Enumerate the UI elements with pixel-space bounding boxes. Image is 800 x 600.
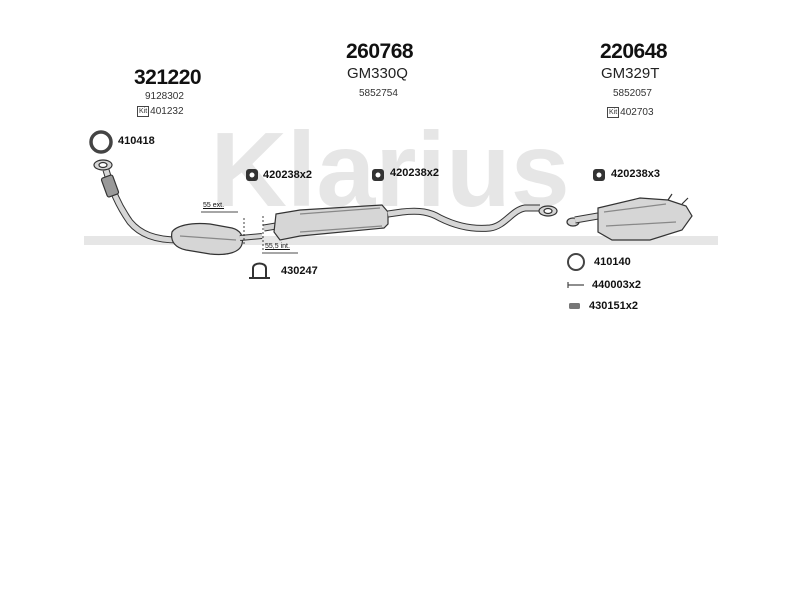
kit-icon: Kit — [137, 106, 150, 117]
rubber-mount-icon — [372, 169, 384, 181]
dimension-label-ext: 55 ext. — [203, 202, 225, 209]
kit-number-value: 402703 — [620, 107, 654, 118]
oem-number-middle-silencer: 5852754 — [359, 88, 398, 99]
dimension-marks — [201, 211, 298, 254]
part-number-middle-silencer: 260768 — [346, 40, 414, 63]
ring-icon — [89, 130, 113, 154]
part-number-rear-silencer: 220648 — [600, 40, 668, 63]
accessory-label-430151: 430151x2 — [589, 300, 638, 312]
gasket-ring-icon — [567, 253, 585, 271]
accessory-label-410140: 410140 — [594, 256, 631, 268]
oem-number-rear-silencer: 5852057 — [613, 88, 652, 99]
kit-number-front-pipe: Kit 401232 — [137, 106, 184, 117]
rear-silencer — [566, 193, 693, 241]
kit-icon: Kit — [607, 107, 620, 118]
bolt-icon — [567, 282, 584, 288]
watermark-logo: Klarius — [210, 111, 569, 229]
alt-number-middle-silencer: GM330Q — [347, 65, 408, 82]
accessory-label-440003: 440003x2 — [592, 279, 641, 291]
kit-number-value: 401232 — [150, 106, 184, 117]
alt-number-rear-silencer: GM329T — [601, 65, 660, 82]
accessory-label-410418: 410418 — [118, 135, 155, 147]
dimension-label-int: 55,5 int. — [265, 243, 290, 250]
watermark-underline — [84, 236, 718, 245]
rubber-mount-icon — [593, 169, 605, 181]
rubber-mount-icon — [246, 169, 258, 181]
nut-icon — [569, 303, 580, 309]
accessory-label-420238-mid: 420238x2 — [390, 167, 439, 179]
clamp-bracket-icon — [249, 262, 270, 279]
oem-number-front-pipe: 9128302 — [145, 91, 184, 102]
middle-silencer-pipe — [263, 204, 558, 241]
accessory-label-420238-front: 420238x2 — [263, 169, 312, 181]
kit-number-rear-silencer: Kit 402703 — [607, 107, 654, 118]
accessory-label-420238-rear: 420238x3 — [611, 168, 660, 180]
part-number-front-pipe: 321220 — [134, 66, 202, 89]
accessory-label-430247: 430247 — [281, 265, 318, 277]
front-pipe-catalytic-converter — [93, 159, 263, 256]
